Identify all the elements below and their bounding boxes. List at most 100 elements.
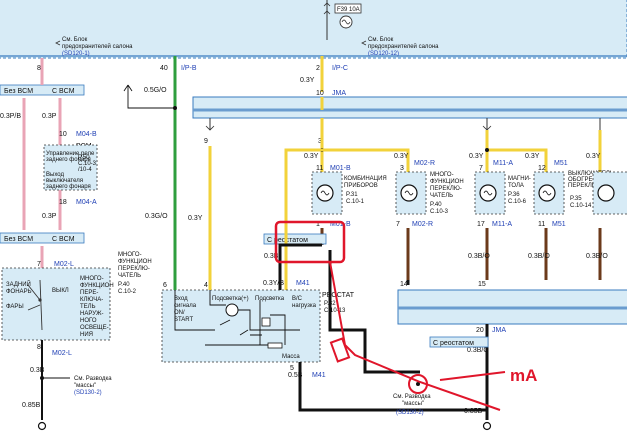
wire-05go: 0.5G/O	[144, 87, 167, 94]
ground-right-ref: (SD130-2)	[396, 410, 424, 416]
rheostat-c: C.10-13	[324, 308, 346, 314]
pin-4: 4	[204, 282, 208, 289]
wire-03bo-d: 0.3B/O	[467, 347, 489, 354]
wire-03b-a: 0.3B	[30, 367, 45, 374]
conn-m41-top: M41	[296, 280, 310, 287]
bcm-p3: /10-4	[78, 167, 92, 173]
bcm-box-l5: заднего фонаря	[46, 184, 91, 190]
g2-l3: ПЕРЕКЛЮ-	[430, 186, 462, 192]
g1-l3: P.31	[346, 192, 358, 198]
bcm-without-2: Без BCM	[4, 236, 33, 243]
switch-r6: НАРУЖ-	[80, 311, 104, 317]
switch-side4: ЧАТЕЛЬ	[118, 273, 141, 279]
pin-20: 20	[476, 327, 484, 334]
wire-03p-a: 0.3P	[42, 113, 57, 120]
g2-l6: C.10-3	[430, 209, 449, 215]
wire-03bo-c: 0.3B/O	[586, 253, 608, 260]
conn-jma-bottom: JMA	[492, 327, 506, 334]
bcm-with-2: С BCM	[52, 236, 75, 243]
conn-m11a-bottom: M11-A	[492, 221, 512, 228]
bcm-p1: P.50	[78, 155, 90, 161]
bcm-box	[43, 144, 98, 191]
wire-03yb: 0.3Y/B	[263, 280, 284, 287]
g4-l1: ВЫКЛЮЧАТЕЛЬ	[568, 171, 614, 177]
conn-m01b-top: M01-B	[330, 165, 351, 172]
fuse-label: F39 10A	[337, 7, 360, 13]
conn-m04a: M04-A	[76, 199, 97, 206]
gauge-partial	[592, 171, 627, 215]
wire-03y-c: 0.3Y	[304, 153, 319, 160]
wire-03p-b: 0.3P	[42, 213, 57, 220]
with-rheostat-top: С реостатом	[267, 237, 308, 244]
conn-m04b: M04-B	[76, 131, 97, 138]
conn-m02r-bottom: M02-R	[412, 221, 433, 228]
conn-ip-c: I/P-C	[332, 65, 348, 72]
wire-085b-a: 0.85B	[22, 402, 41, 409]
rheostat-circuit	[174, 290, 300, 349]
pin-6: 6	[163, 282, 167, 289]
ground-left-icon	[37, 421, 47, 431]
switch-t1: ЗАДНИЙ	[6, 280, 31, 288]
with-rheostat-bottom-box	[429, 336, 489, 348]
conn-m51-top: M51	[554, 160, 568, 167]
switch-t4: ВЫКЛ	[52, 288, 69, 294]
wire-03pb-left: 0.3P/B	[0, 113, 21, 120]
switch-r2: ФУНКЦИОН	[80, 283, 114, 289]
g2-l4: ЧАТЕЛЬ	[430, 193, 453, 199]
pin-18: 18	[59, 199, 67, 206]
wire-03y-g: 0.3Y	[586, 153, 601, 160]
g3-l2: ТОЛА	[508, 183, 524, 189]
rheostat-in1: Вход	[174, 296, 188, 302]
wire-03b-b: 0.3B	[264, 253, 279, 260]
top-right-note-ref: (SD120-12)	[368, 51, 399, 57]
bcm-without: Без BCM	[4, 88, 33, 95]
switch-side1: МНОГО-	[118, 252, 142, 258]
g4-l4: P.35	[570, 196, 582, 202]
pin-11: 11	[316, 165, 323, 172]
rheostat-in3: ON/	[174, 310, 185, 316]
pin-9: 9	[204, 138, 208, 145]
rheostat-in2: сигнала	[174, 303, 197, 309]
switch-t3: ФАРЫ	[6, 304, 24, 310]
pin-17: 17	[477, 221, 485, 228]
top-left-note-l2: предохранителей салона	[62, 43, 133, 50]
jma-top-bar	[192, 96, 627, 119]
switch-r3: ПЕРЕ-	[80, 290, 98, 296]
pin-3-m02: 3	[400, 165, 404, 172]
rheostat-sub1: Подсветка(+)	[212, 296, 249, 302]
wire-03y-f: 0.3Y	[525, 153, 540, 160]
light-switch-box	[1, 267, 111, 341]
conn-jma-top: JMA	[332, 90, 346, 97]
bcm-box-l1: Управление реле	[46, 151, 95, 157]
g2-l1: МНОГО-	[430, 172, 454, 178]
bcm-box-l2: заднего фонаря	[46, 157, 91, 163]
conn-m01b-bottom: M01-B	[330, 221, 351, 228]
switch-side2: ФУНКЦИОН	[118, 259, 152, 265]
ground-right-l2: "массы"	[402, 401, 424, 407]
ground-left-ref: (SD130-2)	[74, 390, 102, 396]
ma-label: mA	[510, 366, 537, 385]
pin-12: 12	[538, 165, 546, 172]
g3-l4: C.10-6	[508, 199, 527, 205]
switch-r4: КЛЮЧА-	[80, 297, 103, 303]
red-annotation	[274, 220, 506, 411]
switch-r5: ТЕЛЬ	[80, 304, 96, 310]
conn-m02l-top: M02-L	[54, 261, 74, 268]
pin-40: 40	[160, 65, 168, 72]
switch-r8: ОСВЕЩЕ-	[80, 325, 109, 331]
conn-m02r-top: M02-R	[414, 160, 435, 167]
pin-10-bcm: 10	[59, 131, 67, 138]
switch-r9: НИЯ	[80, 332, 93, 338]
gauge-multifunction-switch	[395, 171, 427, 215]
fuse-label-box	[334, 3, 362, 14]
pin-1: 1	[316, 221, 320, 228]
pin-2: 2	[316, 65, 320, 72]
pin-8-bottom: 8	[37, 344, 41, 351]
gauge-instrument-cluster	[311, 171, 343, 215]
ground-left-l2: "массы"	[74, 383, 96, 389]
conn-m02l-bottom: M02-L	[52, 350, 72, 357]
wire-03bo-b: 0.3B/O	[528, 253, 550, 260]
pin-3-main: 3	[318, 138, 322, 145]
pin-15: 15	[478, 281, 486, 288]
g4-l3: ПЕРЕКЛЮЧ.	[568, 183, 604, 189]
